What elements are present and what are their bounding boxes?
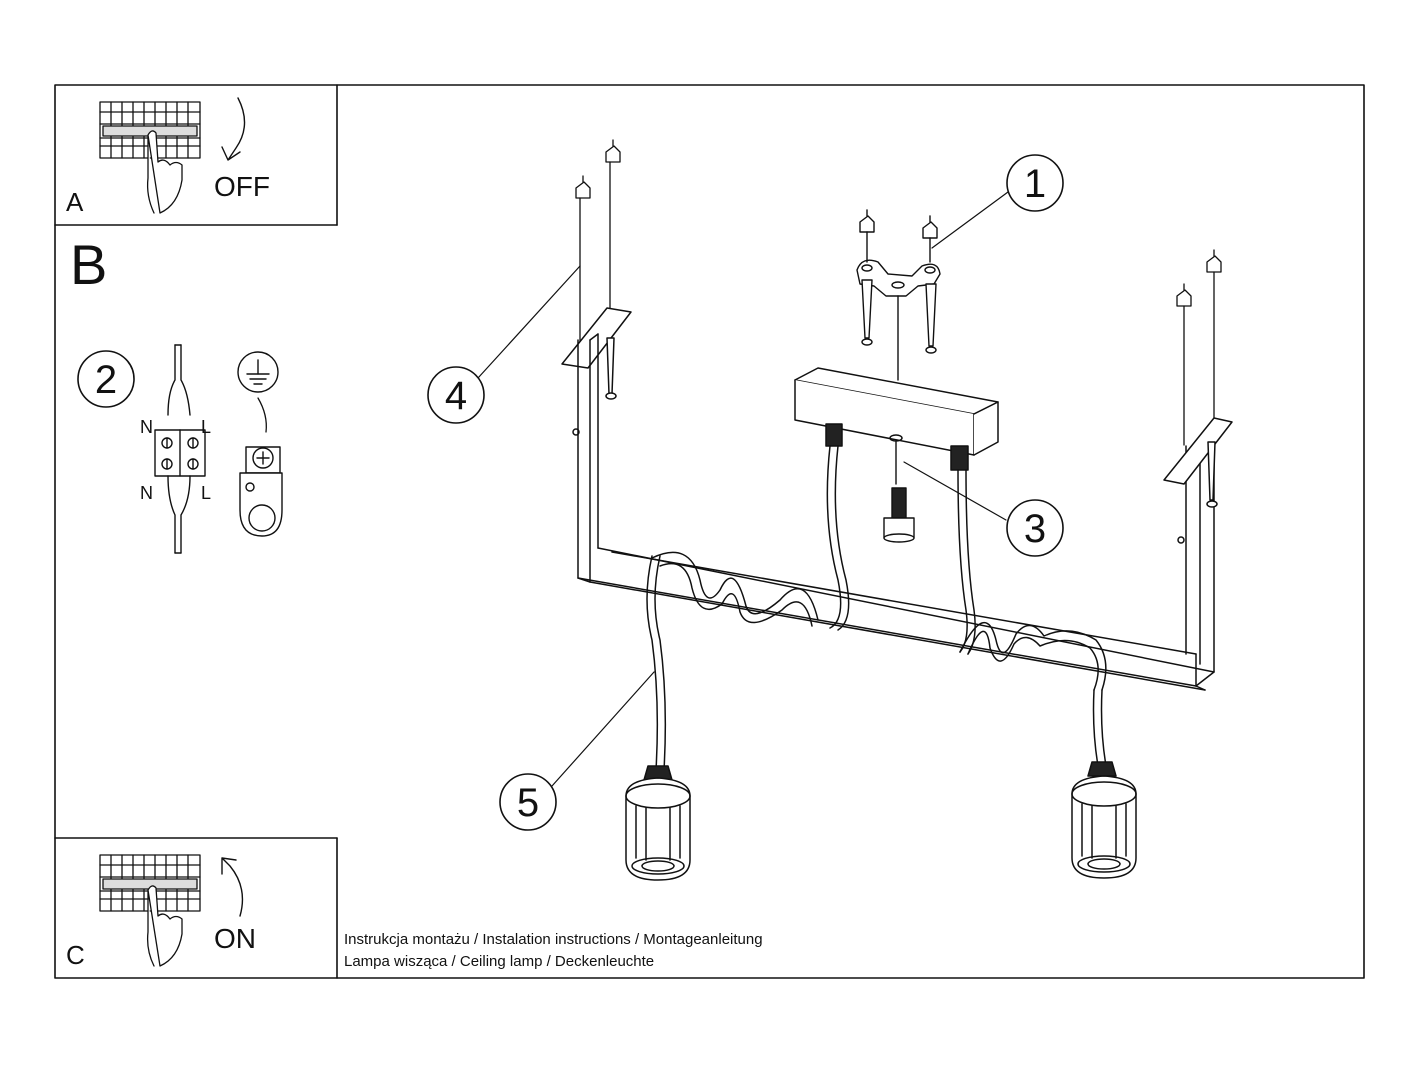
wire-label-l-top: L bbox=[201, 417, 211, 437]
right-ceiling-screws bbox=[1176, 249, 1222, 446]
callout-number-4: 4 bbox=[445, 374, 467, 418]
wrapped-cables bbox=[646, 445, 1107, 771]
arrow-down-icon bbox=[221, 97, 246, 161]
hand-icon-c bbox=[146, 885, 183, 967]
lamp-holder-right bbox=[1071, 761, 1137, 879]
hand-icon bbox=[146, 130, 183, 214]
footer-product-line: Lampa wisząca / Ceiling lamp / Deckenleu… bbox=[344, 953, 655, 970]
earth-wire bbox=[257, 397, 267, 433]
callout-number-3: 3 bbox=[1024, 507, 1046, 551]
wire-label-n-top: N bbox=[140, 417, 153, 437]
sheet-frame bbox=[54, 84, 1365, 979]
callout-circle-4 bbox=[427, 366, 485, 424]
panel-c-letter: C bbox=[66, 940, 85, 970]
panel-c: C ON bbox=[66, 854, 256, 970]
callout-circle-1 bbox=[1006, 154, 1064, 212]
panel-a: A OFF bbox=[66, 97, 270, 217]
panel-a-off-label: OFF bbox=[214, 171, 270, 202]
panel-b: B 2 N L N L bbox=[70, 233, 283, 554]
wire-label-l-bottom: L bbox=[201, 483, 211, 503]
arrow-up-icon bbox=[221, 857, 244, 917]
lamp-assembly-drawing: 1 3 4 5 bbox=[427, 139, 1233, 881]
panel-c-on-label: ON bbox=[214, 923, 256, 954]
fixing-bolt bbox=[883, 441, 915, 543]
callout-number-1: 1 bbox=[1024, 162, 1046, 206]
canopy-box bbox=[794, 367, 999, 471]
terminal-block-icon bbox=[154, 344, 206, 554]
callout-circle-2 bbox=[77, 350, 135, 408]
lamp-frame bbox=[561, 307, 1233, 691]
callout-circle-5 bbox=[499, 773, 557, 831]
lamp-holder-left bbox=[625, 765, 691, 881]
footer-title-line: Instrukcja montażu / Instalation instruc… bbox=[344, 931, 763, 948]
panel-b-letter: B bbox=[70, 233, 107, 296]
panel-a-letter: A bbox=[66, 187, 84, 217]
left-ceiling-screws bbox=[575, 139, 621, 361]
ceiling-mounting-bracket bbox=[856, 209, 941, 381]
callout-circle-3 bbox=[1006, 499, 1064, 557]
leader-lines bbox=[477, 191, 1009, 787]
ground-symbol-icon bbox=[237, 351, 279, 393]
earth-terminal-icon bbox=[239, 446, 283, 537]
callout-number-2: 2 bbox=[95, 358, 117, 402]
wire-label-n-bottom: N bbox=[140, 483, 153, 503]
callout-number-5: 5 bbox=[517, 781, 539, 825]
